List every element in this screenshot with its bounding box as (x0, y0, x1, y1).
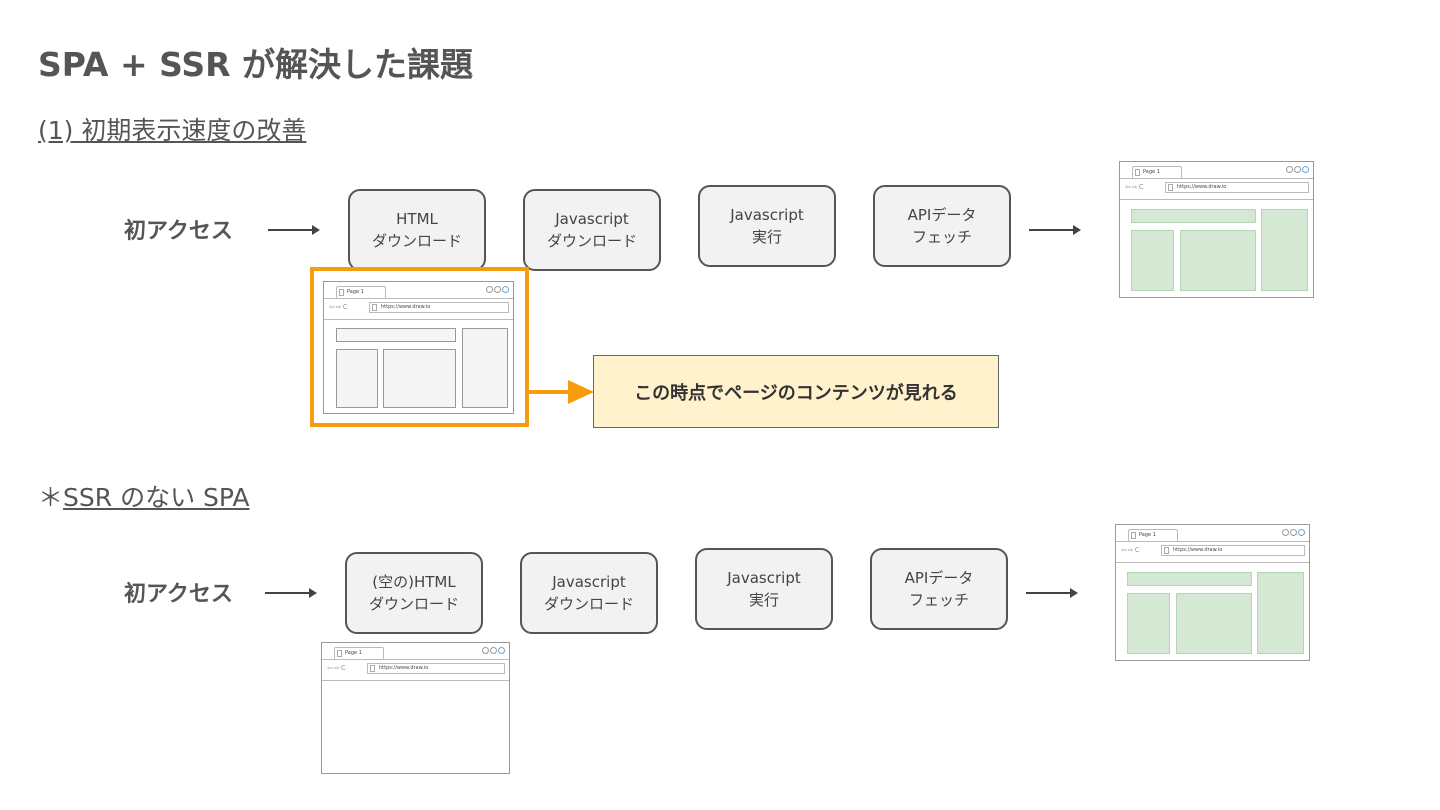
content-block (1131, 230, 1174, 291)
step-line1: Javascript (552, 573, 626, 591)
content-block (1261, 209, 1308, 291)
page-icon (337, 650, 342, 657)
step-line1: HTML (396, 210, 438, 228)
nav-buttons-icon: ⇦⇨C (1121, 546, 1141, 554)
step-line2: 実行 (751, 228, 782, 246)
row1-end-arrow (1029, 225, 1081, 235)
browser-tab: Page 1 (334, 647, 384, 659)
ssr-highlight-box (310, 267, 529, 427)
note-prefix: ＊ (38, 483, 64, 512)
row2-loaded-browser: Page 1 ⇦⇨C https://www.draw.io (1115, 524, 1310, 661)
page-icon (370, 665, 375, 672)
step-line2: ダウンロード (546, 232, 637, 250)
content-block (462, 328, 508, 408)
row2-empty-browser: Page 1 ⇦⇨C https://www.draw.io (321, 642, 510, 774)
row1-step-js-execute: Javascript 実行 (698, 185, 836, 267)
page-icon (372, 304, 377, 311)
browser-tab: Page 1 (1132, 166, 1182, 178)
url-bar: https://www.draw.io (1165, 182, 1309, 193)
row2-end-arrow (1026, 588, 1078, 598)
step-line1: Javascript (555, 210, 629, 228)
callout-box: この時点でページのコンテンツが見れる (593, 355, 999, 428)
url-bar: https://www.draw.io (367, 663, 505, 674)
window-controls (1282, 529, 1305, 536)
url-bar: https://www.draw.io (369, 302, 509, 313)
step-line2: 実行 (748, 591, 779, 609)
page-icon (1135, 169, 1140, 176)
step-line1: (空の)HTML (372, 573, 456, 591)
page-icon (1164, 547, 1169, 554)
row2-step-js-execute: Javascript 実行 (695, 548, 833, 630)
page-icon (1131, 532, 1136, 539)
step-line1: Javascript (730, 206, 804, 224)
nav-buttons-icon: ⇦⇨C (327, 664, 347, 672)
step-line2: フェッチ (911, 228, 972, 246)
row2-step-empty-html-download: (空の)HTML ダウンロード (345, 552, 483, 634)
row1-start-arrow (268, 225, 320, 235)
step-line2: ダウンロード (368, 595, 459, 613)
row1-loaded-browser: Page 1 ⇦⇨C https://www.draw.io (1119, 161, 1314, 298)
row1-label: 初アクセス (124, 219, 233, 244)
content-block (383, 349, 456, 408)
callout-arrow (528, 380, 594, 404)
browser-tab: Page 1 (336, 286, 386, 298)
row2-label: 初アクセス (124, 582, 233, 607)
nav-buttons-icon: ⇦⇨C (329, 303, 349, 311)
content-block (1180, 230, 1256, 291)
content-block (1127, 593, 1170, 654)
nav-buttons-icon: ⇦⇨C (1125, 183, 1145, 191)
page-icon (339, 289, 344, 296)
page-icon (1168, 184, 1173, 191)
content-block (336, 349, 378, 408)
window-controls (486, 286, 509, 293)
content-block (336, 328, 456, 342)
content-block (1127, 572, 1252, 586)
window-controls (1286, 166, 1309, 173)
step-line1: APIデータ (904, 569, 974, 587)
content-block (1131, 209, 1256, 223)
row2-start-arrow (265, 588, 317, 598)
row1-step-js-download: Javascript ダウンロード (523, 189, 661, 271)
row1-ssr-browser: Page 1 ⇦⇨C https://www.draw.io (323, 281, 514, 414)
browser-tab: Page 1 (1128, 529, 1178, 541)
step-line1: Javascript (727, 569, 801, 587)
step-line1: APIデータ (907, 206, 977, 224)
comparison-note: ＊SSR のない SPA (38, 478, 249, 514)
page-title: SPA + SSR が解決した課題 (38, 45, 474, 84)
content-block (1176, 593, 1252, 654)
step-line2: ダウンロード (543, 595, 634, 613)
row1-step-api-fetch: APIデータ フェッチ (873, 185, 1011, 267)
row2-step-api-fetch: APIデータ フェッチ (870, 548, 1008, 630)
window-controls (482, 647, 505, 654)
row2-step-js-download: Javascript ダウンロード (520, 552, 658, 634)
content-block (1257, 572, 1304, 654)
step-line2: ダウンロード (371, 232, 462, 250)
url-bar: https://www.draw.io (1161, 545, 1305, 556)
note-text: SSR のない SPA (63, 483, 250, 512)
step-line2: フェッチ (908, 591, 969, 609)
section-subtitle: (1) 初期表示速度の改善 (38, 116, 307, 145)
row1-step-html-download: HTML ダウンロード (348, 189, 486, 271)
